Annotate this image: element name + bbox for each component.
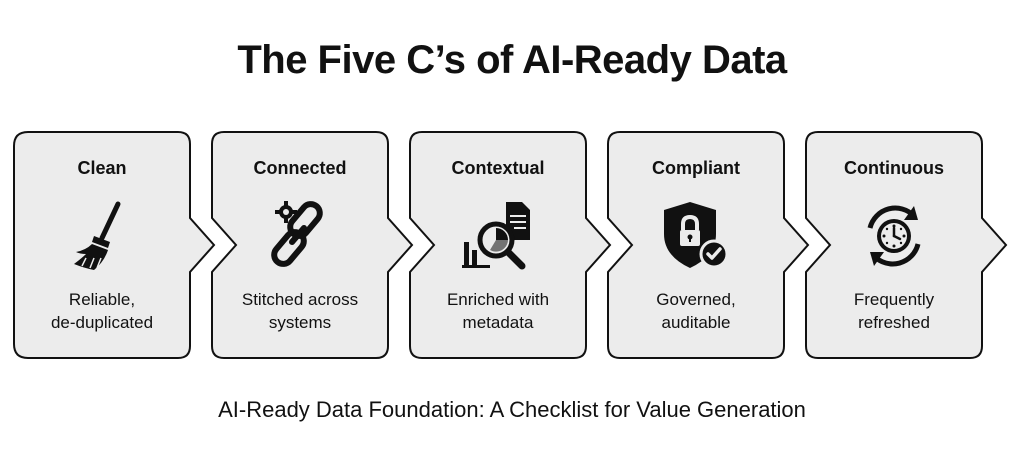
step-title: Contextual <box>451 158 545 178</box>
step-title: Clean <box>77 158 127 178</box>
step-continuous: Continuous Frequently refreshed <box>806 132 982 358</box>
step-contextual: Contextual Enriched with metadata <box>410 132 586 358</box>
step-description-line: refreshed <box>858 313 930 332</box>
magnifier-document-chart-icon <box>462 202 530 270</box>
step-description-line: de-duplicated <box>50 313 154 332</box>
step-description-line: Reliable, <box>68 290 136 309</box>
chevron-shape-clean <box>13 131 216 359</box>
shield-lock-check-icon <box>664 202 729 269</box>
step-description-line: systems <box>268 313 332 332</box>
step-clean: Clean Reliable, de-duplicated <box>14 132 190 358</box>
step-description: Stitched across systems <box>212 288 388 334</box>
step-connected: Connected Stitched across systems <box>212 132 388 358</box>
chevron-shape-connected <box>211 131 414 359</box>
step-description: Frequently refreshed <box>806 288 982 334</box>
step-title: Compliant <box>652 158 740 178</box>
step-description-line: Governed, <box>656 290 736 309</box>
step-description: Reliable, de-duplicated <box>14 288 190 334</box>
step-description-line: auditable <box>661 313 731 332</box>
step-description-line: Frequently <box>853 290 935 309</box>
step-description-line: Stitched across <box>241 290 359 309</box>
clock-refresh-icon <box>867 205 921 267</box>
diagram-title: The Five C’s of AI-Ready Data <box>237 38 787 82</box>
step-description: Governed, auditable <box>608 288 784 334</box>
step-title: Connected <box>253 158 347 178</box>
step-description-line: Enriched with <box>446 290 550 309</box>
step-compliant: Compliant Governed, auditable <box>608 132 784 358</box>
diagram-subtitle: AI-Ready Data Foundation: A Checklist fo… <box>218 397 806 422</box>
chain-link-gear-icon <box>271 201 323 267</box>
step-description: Enriched with metadata <box>410 288 586 334</box>
step-title: Continuous <box>844 158 944 178</box>
step-description-line: metadata <box>462 313 534 332</box>
broom-icon <box>74 201 121 270</box>
